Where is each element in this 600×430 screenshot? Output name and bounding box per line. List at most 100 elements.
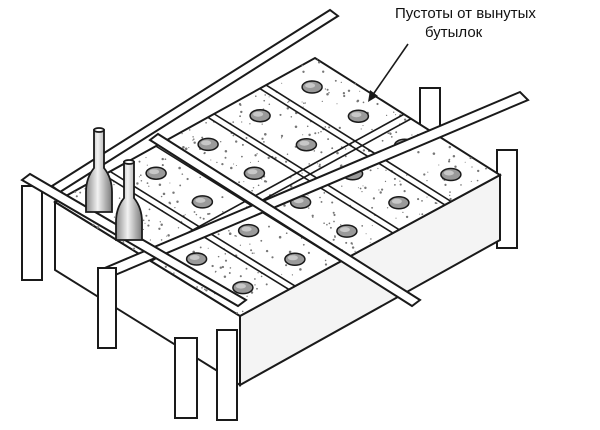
speckle: [257, 271, 259, 274]
speckle: [181, 132, 183, 135]
speckle: [344, 148, 347, 150]
speckle: [306, 125, 309, 128]
speckle: [377, 167, 379, 170]
speckle: [322, 70, 325, 73]
speckle: [265, 180, 268, 183]
hole-highlight: [293, 198, 304, 204]
annotation-line-1: Пустоты от вынутых: [395, 5, 536, 22]
speckle: [165, 235, 168, 237]
hole-highlight: [305, 83, 316, 88]
speckle: [144, 222, 146, 224]
speckle: [256, 153, 258, 155]
speckle: [250, 291, 254, 294]
speckle: [113, 183, 115, 186]
speckle: [365, 233, 367, 235]
speckle: [264, 133, 267, 136]
speckle: [75, 195, 78, 198]
speckle: [158, 183, 162, 187]
speckle: [263, 99, 266, 102]
speckle: [395, 114, 397, 116]
speckle: [449, 197, 452, 201]
speckle: [427, 171, 429, 173]
hole-highlight: [201, 140, 212, 146]
speckle: [444, 183, 447, 186]
speckle: [364, 186, 367, 190]
speckle: [188, 129, 191, 131]
speckle: [253, 252, 255, 254]
speckle: [235, 140, 238, 143]
speckle: [193, 141, 196, 144]
speckle: [432, 152, 436, 155]
speckle: [160, 223, 163, 227]
speckle: [406, 174, 408, 176]
speckle: [169, 182, 171, 184]
speckle: [265, 249, 269, 253]
speckle: [288, 250, 292, 254]
hole-highlight: [195, 197, 206, 203]
speckle: [302, 243, 305, 246]
speckle: [336, 151, 339, 155]
speckle: [426, 179, 428, 182]
speckle: [362, 185, 364, 187]
speckle: [169, 202, 172, 205]
hole-highlight: [299, 140, 310, 146]
speckle: [224, 149, 228, 153]
speckle: [140, 179, 143, 182]
speckle: [260, 239, 263, 242]
speckle: [333, 213, 336, 217]
speckle: [201, 286, 203, 289]
speckle: [205, 121, 207, 124]
speckle: [280, 137, 283, 139]
speckle: [222, 211, 224, 213]
speckle: [447, 160, 451, 163]
speckle: [354, 250, 356, 253]
hole-highlight: [351, 112, 362, 118]
speckle: [323, 192, 326, 194]
speckle: [145, 214, 148, 217]
speckle: [344, 155, 347, 158]
speckle: [285, 264, 288, 267]
speckle: [301, 101, 303, 103]
speckle: [469, 156, 472, 160]
speckle: [257, 160, 260, 163]
speckle: [186, 177, 189, 181]
speckle: [160, 195, 163, 198]
speckle: [342, 92, 346, 95]
board-mid-cross: [148, 132, 422, 308]
speckle: [464, 161, 466, 163]
front-post-right: [216, 329, 238, 421]
speckle: [224, 259, 228, 262]
hole-highlight: [149, 169, 160, 175]
speckle: [405, 215, 409, 219]
speckle: [142, 228, 145, 230]
speckle: [351, 246, 355, 249]
speckle: [336, 103, 338, 105]
speckle: [188, 147, 190, 149]
speckle: [321, 100, 323, 103]
annotation-leader: [368, 43, 409, 102]
speckle: [160, 239, 163, 241]
speckle: [372, 197, 376, 200]
speckle: [146, 164, 148, 166]
speckle: [203, 151, 206, 154]
speckle: [278, 235, 282, 239]
speckle: [122, 241, 125, 243]
speckle: [345, 241, 348, 244]
speckle: [393, 177, 396, 180]
speckle: [317, 61, 321, 64]
speckle: [240, 110, 243, 114]
speckle: [320, 130, 322, 133]
speckle: [164, 265, 167, 268]
speckle: [243, 181, 245, 183]
speckle: [118, 197, 121, 199]
front-posts: [97, 267, 238, 421]
speckle: [417, 151, 420, 154]
speckle: [324, 88, 327, 90]
speckle: [181, 173, 184, 175]
speckle: [362, 101, 365, 104]
speckle: [369, 242, 371, 244]
speckle: [359, 90, 361, 92]
speckle: [307, 207, 310, 209]
hole-highlight: [247, 169, 258, 175]
